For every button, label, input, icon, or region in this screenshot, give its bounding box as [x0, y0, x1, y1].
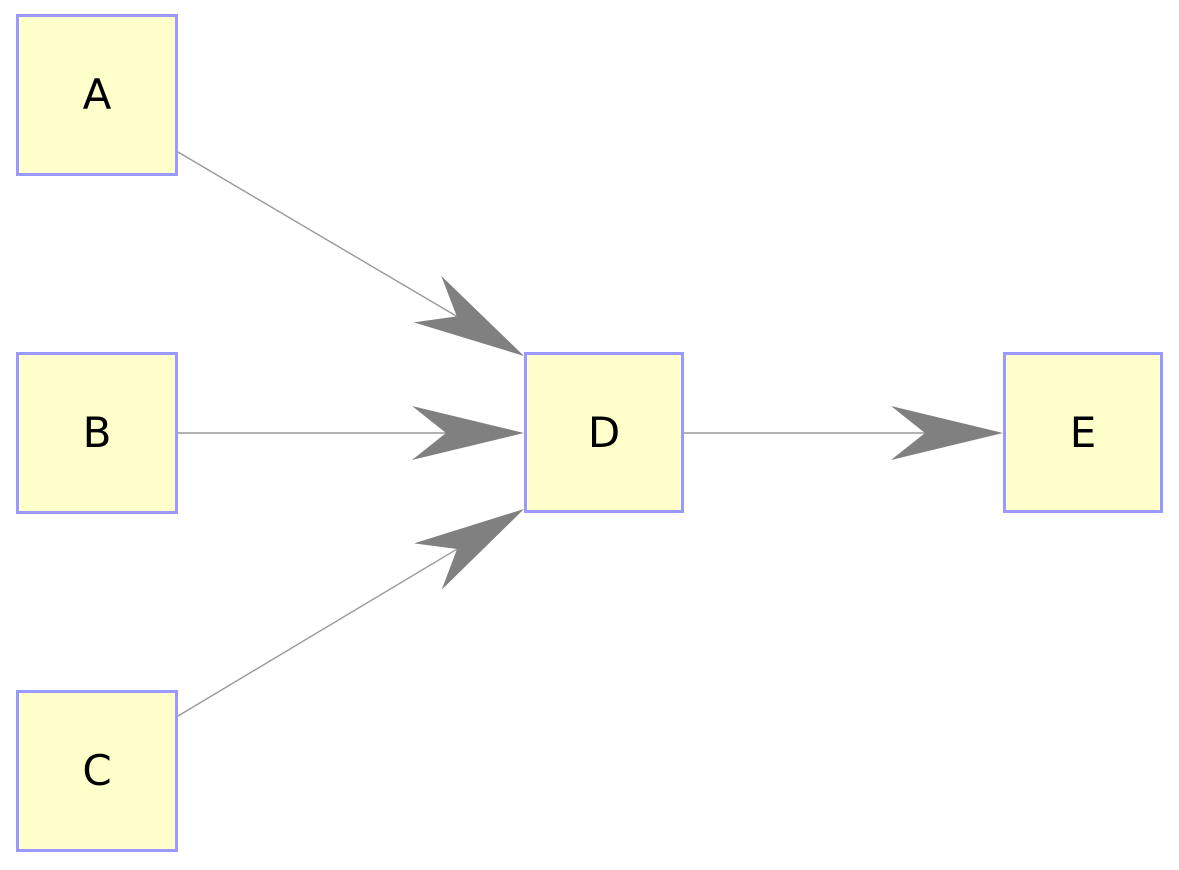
node-label-c: C — [82, 746, 112, 795]
edge-arrowhead-d-e — [891, 406, 1003, 460]
node-label-a: A — [82, 70, 112, 119]
node-label-d: D — [587, 407, 621, 457]
node-label-b: B — [82, 408, 112, 457]
edge-arrowhead-c-d — [414, 509, 524, 590]
graph-node-d[interactable]: D — [524, 352, 684, 513]
edge-arrowhead-a-d — [413, 275, 524, 356]
node-label-e: E — [1069, 407, 1097, 457]
edge-arrowhead-b-d — [412, 406, 524, 460]
edge-line-c-d — [177, 548, 458, 717]
graph-node-e[interactable]: E — [1003, 352, 1163, 513]
graph-node-c[interactable]: C — [16, 690, 178, 852]
edge-line-a-d — [177, 151, 458, 317]
graph-node-b[interactable]: B — [16, 352, 178, 514]
graph-node-a[interactable]: A — [16, 14, 178, 176]
